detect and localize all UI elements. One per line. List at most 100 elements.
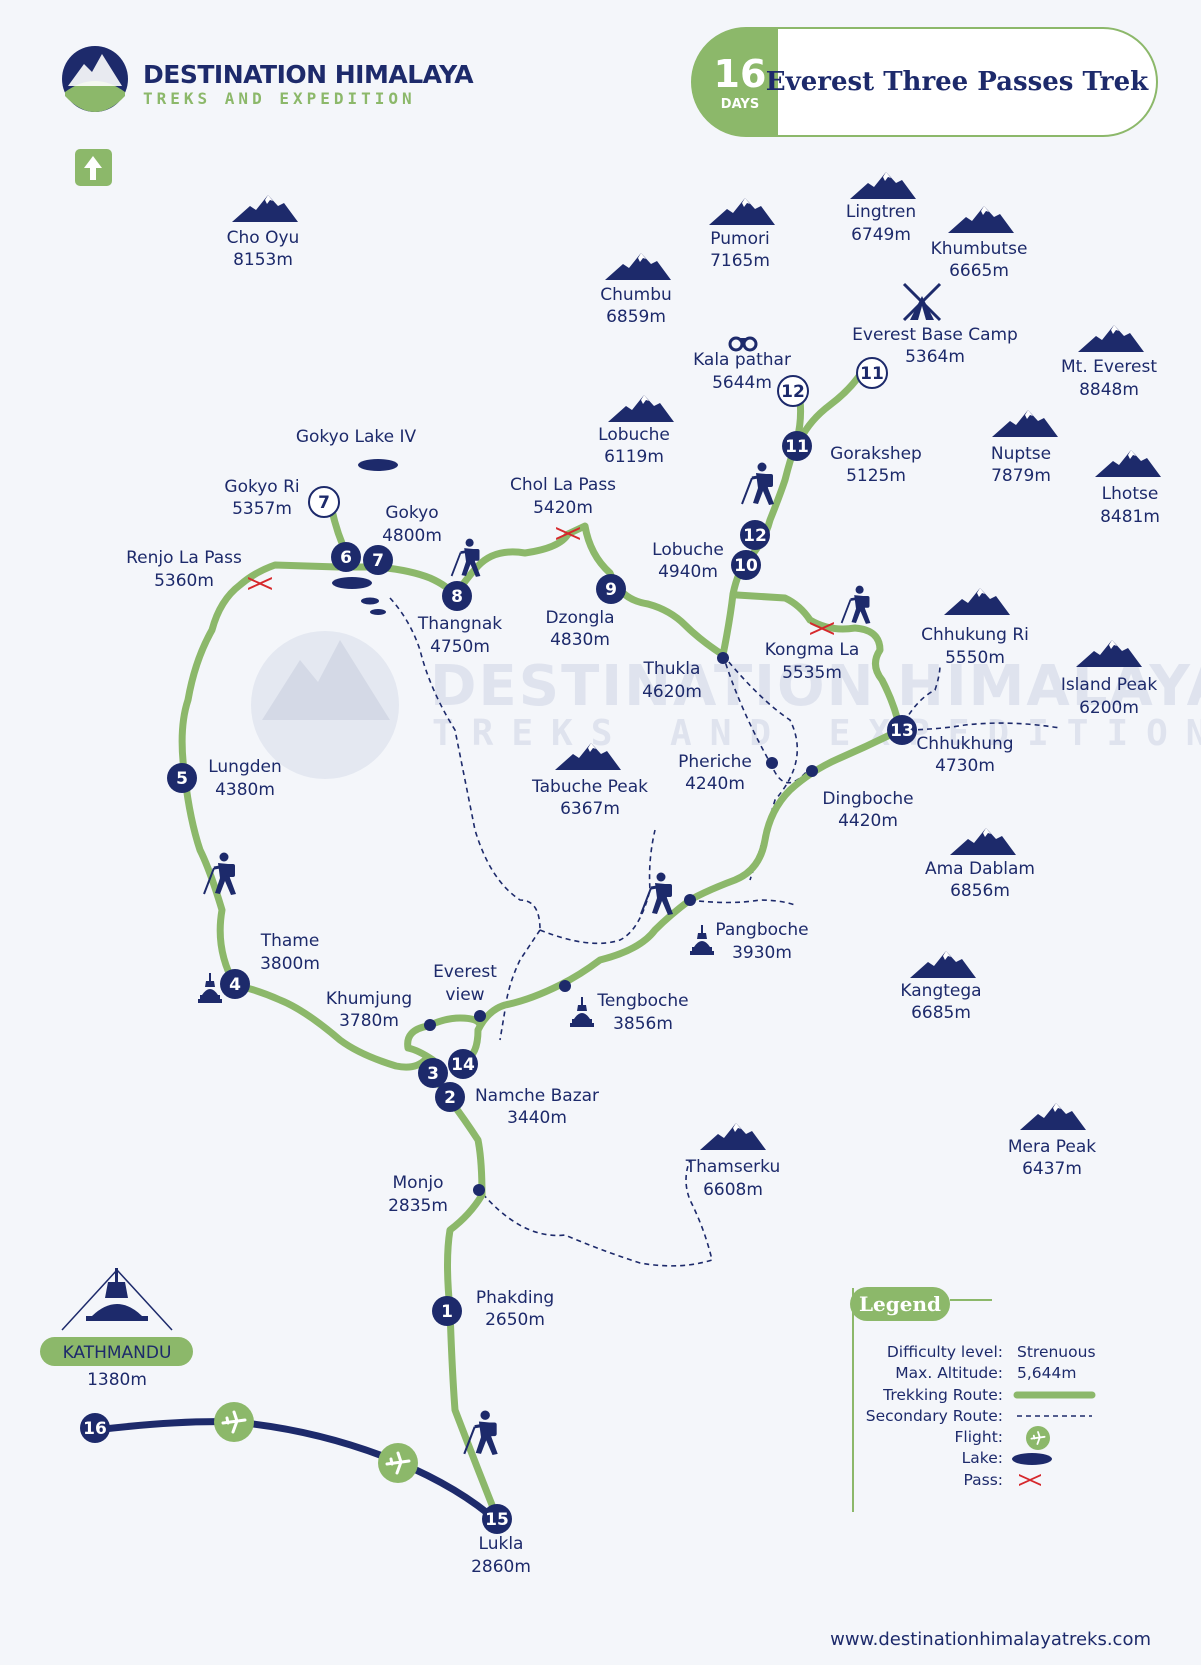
route-dots: [424, 652, 818, 1196]
legend-label: Max. Altitude:: [895, 1364, 1003, 1382]
day-marker[interactable]: 13: [887, 715, 917, 745]
day-marker[interactable]: 10: [731, 550, 761, 580]
day-marker[interactable]: 9: [596, 574, 626, 604]
mountain-name: Nuptse: [991, 444, 1051, 464]
legend-label: Difficulty level:: [887, 1343, 1003, 1361]
brand-tagline: TREKS AND EXPEDITION: [143, 89, 416, 108]
mountain-name: Tabuche Peak: [531, 777, 648, 797]
lake-icon: [361, 597, 379, 605]
day-marker-outline[interactable]: 7: [308, 486, 340, 518]
day-marker[interactable]: 2: [435, 1082, 465, 1112]
mountain-name: Kangtega: [900, 981, 981, 1001]
legend-value: Strenuous: [1017, 1343, 1096, 1361]
place-altitude: 3780m: [339, 1011, 399, 1031]
legend-label: Secondary Route:: [866, 1407, 1003, 1425]
day-number: 8: [451, 587, 463, 607]
day-marker[interactable]: 12: [740, 520, 770, 550]
place-altitude: 5420m: [533, 498, 593, 518]
mountain-icon: [605, 253, 671, 280]
day-marker[interactable]: 6: [331, 542, 361, 572]
day-marker-outline[interactable]: 12: [777, 375, 809, 407]
mountain-altitude: 8481m: [1100, 507, 1160, 527]
day-marker[interactable]: 8: [442, 581, 472, 611]
mountain-altitude: 6859m: [606, 307, 666, 327]
day-marker[interactable]: 3: [418, 1058, 448, 1088]
place-name: Gorakshep: [830, 444, 922, 464]
day-number: 5: [176, 769, 188, 789]
day-number: 16: [83, 1419, 107, 1439]
legend: Legend Difficulty level: Strenuous Max. …: [850, 1287, 1096, 1512]
mountain-altitude: 6437m: [1022, 1159, 1082, 1179]
day-marker-outline[interactable]: 11: [856, 357, 888, 389]
mountains: Cho Oyu 8153m Pumori 7165m Lingtren 6749…: [227, 172, 1161, 1200]
place-name: Lungden: [208, 757, 282, 777]
day-marker[interactable]: 5: [167, 763, 197, 793]
lake-icon: [1012, 1453, 1052, 1465]
day-marker[interactable]: 14: [448, 1049, 478, 1079]
watermark-name: DESTINATION HIMALAYA: [430, 654, 1201, 719]
mountain-mt-everest: Mt. Everest 8848m: [1061, 325, 1157, 400]
place-altitude: 4940m: [658, 562, 718, 582]
place-name: Thangnak: [417, 614, 502, 634]
mountain-ama-dablam: Ama Dablam 6856m: [925, 828, 1035, 901]
kathmandu-name: KATHMANDU: [63, 1343, 172, 1363]
day-number: 11: [860, 364, 884, 384]
place-altitude: 4800m: [382, 526, 442, 546]
website-link[interactable]: www.destinationhimalayatreks.com: [830, 1629, 1151, 1650]
day-number: 4: [229, 975, 241, 995]
place-name: Dingboche: [822, 789, 913, 809]
place-name: Kongma La: [765, 640, 860, 660]
day-marker[interactable]: 7: [363, 545, 393, 575]
flight-route: [91, 1418, 502, 1526]
place-name: Lobuche: [652, 540, 724, 560]
place-name: Lukla: [479, 1534, 524, 1554]
mountain-altitude: 8153m: [233, 250, 293, 270]
mountain-icon: [850, 172, 916, 199]
stupa-icon: [198, 973, 222, 1003]
place-altitude: 4420m: [838, 811, 898, 831]
place-altitude: 5364m: [905, 347, 965, 367]
mountain-altitude: 6367m: [560, 799, 620, 819]
place-altitude: 4380m: [215, 780, 275, 800]
mountain-name: Lobuche: [598, 425, 670, 445]
lake-icon: [332, 577, 372, 589]
place-name: Dzongla: [545, 608, 614, 628]
mountain-chumbu: Chumbu 6859m: [600, 253, 672, 327]
trekker-icon: [450, 537, 482, 579]
mountain-nuptse: Nuptse 7879m: [991, 410, 1058, 486]
day-number: 15: [485, 1510, 509, 1530]
place-altitude: 3856m: [613, 1014, 673, 1034]
legend-title: Legend: [859, 1292, 941, 1316]
day-number: 9: [605, 580, 617, 600]
place-altitude: 4750m: [430, 637, 490, 657]
day-number: 14: [451, 1055, 475, 1075]
mountain-mera-peak: Mera Peak 6437m: [1008, 1103, 1096, 1179]
place-altitude: 3800m: [260, 954, 320, 974]
mountain-tabuche-peak: Tabuche Peak 6367m: [531, 743, 648, 819]
day-marker[interactable]: 4: [220, 969, 250, 999]
legend-label: Trekking Route:: [882, 1386, 1003, 1404]
place-altitude: 3930m: [732, 943, 792, 963]
mountain-lobuche: Lobuche 6119m: [598, 395, 674, 467]
brand-logo[interactable]: DESTINATION HIMALAYA TREKS AND EXPEDITIO…: [62, 46, 475, 112]
mountain-icon: [232, 195, 298, 222]
day-marker[interactable]: 11: [782, 431, 812, 461]
watermark-tagline: TREKS AND EXPEDITION: [432, 713, 1201, 754]
stupa-icon: [61, 1268, 173, 1331]
mountain-name: Mera Peak: [1008, 1137, 1096, 1157]
place-altitude: 5535m: [782, 663, 842, 683]
pass-icon: [1019, 1474, 1041, 1486]
mountain-altitude: 6665m: [949, 261, 1009, 281]
mountain-altitude: 6856m: [950, 881, 1010, 901]
day-marker[interactable]: 15: [482, 1504, 512, 1534]
day-marker[interactable]: 16: [80, 1413, 110, 1443]
place-name: Gokyo Lake IV: [296, 427, 417, 447]
mountain-icon: [944, 588, 1010, 615]
mountain-altitude: 6200m: [1079, 698, 1139, 718]
mountain-icon: [608, 395, 674, 422]
kathmandu-marker: KATHMANDU 1380m: [40, 1268, 193, 1390]
title-badge: 16 DAYS Everest Three Passes Trek: [691, 27, 1158, 137]
everest-view-line2: view: [445, 985, 484, 1005]
day-marker[interactable]: 1: [432, 1296, 462, 1326]
